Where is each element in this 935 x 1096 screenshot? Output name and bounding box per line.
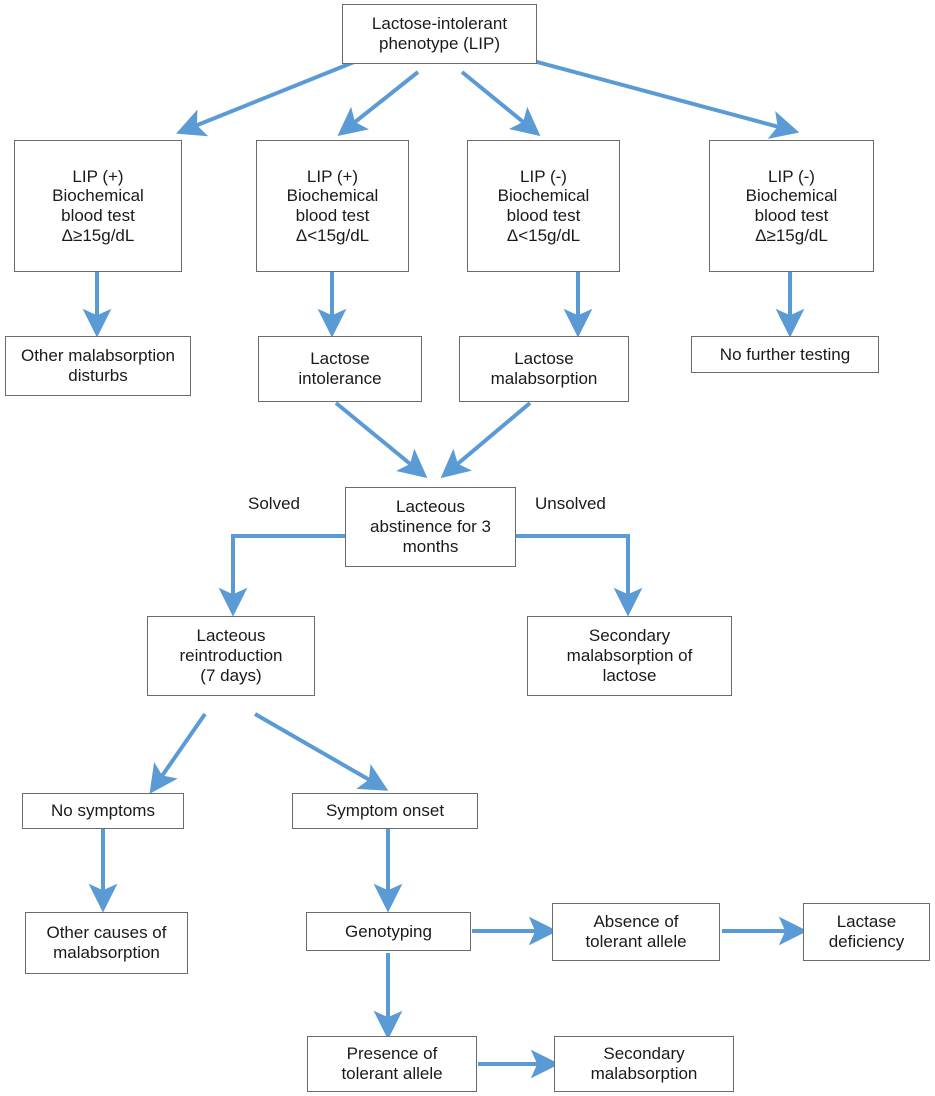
node-line: LIP (+): [306, 166, 359, 186]
node-line: Other causes of: [46, 923, 167, 943]
node-text: Lactose malabsorption: [464, 349, 624, 388]
edge-root-to-lip-pos-low: [337, 70, 420, 136]
node-text: Absence of tolerant allele: [557, 912, 715, 951]
node-lactose-malabsorption[interactable]: Lactose malabsorption: [459, 336, 629, 402]
node-line: Δ≥15g/dL: [61, 225, 135, 245]
edge-label-solved: Solved: [248, 494, 300, 513]
node-text: Symptom onset: [297, 801, 473, 821]
node-lacteous-reintroduction[interactable]: Lacteous reintroduction (7 days): [147, 616, 315, 696]
node-no-further-testing[interactable]: No further testing: [691, 336, 879, 373]
edge-abstinence-solved: [218, 534, 345, 617]
node-line: No further testing: [719, 344, 851, 364]
node-line: Absence of: [593, 912, 679, 932]
node-line: Lactose-intolerant: [371, 14, 508, 34]
node-line: blood test: [506, 206, 581, 225]
edge-abstinence-unsolved: [516, 534, 643, 617]
node-lacteous-abstinence[interactable]: Lacteous abstinence for 3 months: [345, 487, 516, 567]
node-other-malabsorption-disturbs[interactable]: Other malabsorption disturbs: [5, 336, 191, 396]
node-line: Secondary: [603, 1044, 685, 1064]
node-line: Other malabsorption: [20, 346, 176, 366]
node-line: Genotyping: [345, 921, 432, 941]
node-genotyping[interactable]: Genotyping: [306, 912, 471, 951]
node-line: malabsorption: [53, 943, 160, 962]
node-line: malabsorption of: [566, 646, 693, 666]
node-no-symptoms[interactable]: No symptoms: [22, 793, 184, 829]
node-line: lactose: [602, 665, 657, 685]
node-line: Lactose: [310, 349, 370, 369]
node-text: LIP (-) Biochemical blood test Δ≥15g/dL: [714, 167, 869, 246]
node-secondary-malabsorption-of-lactose[interactable]: Secondary malabsorption of lactose: [527, 616, 732, 696]
edge-reintroduction-to-no-symptoms: [149, 712, 207, 794]
node-line: Lacteous: [396, 497, 465, 517]
node-lactose-intolerant-phenotype[interactable]: Lactose-intolerant phenotype (LIP): [342, 4, 537, 64]
node-line: Lactose: [514, 349, 574, 369]
node-text: Genotyping: [311, 922, 466, 942]
node-line: tolerant allele: [341, 1064, 443, 1083]
node-line: No symptoms: [51, 801, 155, 821]
node-line: tolerant allele: [585, 932, 687, 951]
node-line: Symptom onset: [325, 801, 445, 821]
node-line: Secondary: [588, 626, 671, 646]
node-text: LIP (+) Biochemical blood test Δ≥15g/dL: [19, 167, 177, 246]
node-line: months: [402, 536, 459, 556]
node-text: Lacteous abstinence for 3 months: [350, 497, 511, 556]
node-line: blood test: [754, 206, 829, 225]
node-text: Lactose intolerance: [263, 349, 417, 388]
node-text: LIP (+) Biochemical blood test Δ<15g/dL: [261, 167, 404, 246]
node-text: No further testing: [696, 345, 874, 365]
node-line: Biochemical: [286, 186, 379, 206]
node-symptom-onset[interactable]: Symptom onset: [292, 793, 478, 829]
node-text: Lactose-intolerant phenotype (LIP): [347, 14, 532, 53]
node-line: LIP (+): [72, 166, 124, 186]
node-line: Δ<15g/dL: [295, 225, 370, 245]
node-text: Presence of tolerant allele: [312, 1044, 472, 1083]
node-text: No symptoms: [27, 801, 179, 821]
node-line: Biochemical: [52, 186, 144, 206]
node-line: Biochemical: [745, 186, 838, 206]
node-line: reintroduction: [179, 646, 283, 666]
node-lip-positive-delta-high[interactable]: LIP (+) Biochemical blood test Δ≥15g/dL: [14, 140, 182, 272]
node-line: abstinence for 3: [370, 517, 491, 537]
node-text: Lactase deficiency: [808, 912, 925, 951]
node-line: malabsorption: [490, 369, 598, 388]
edge-lactose-malabsorption-to-abstinence: [440, 401, 532, 479]
node-line: Lactase: [836, 912, 897, 932]
node-text: LIP (-) Biochemical blood test Δ<15g/dL: [472, 167, 615, 246]
node-line: deficiency: [828, 932, 905, 951]
edge-reintroduction-to-symptom-onset: [254, 712, 389, 791]
edge-root-to-lip-neg-low: [460, 70, 541, 137]
node-text: Secondary malabsorption: [559, 1044, 729, 1083]
node-secondary-malabsorption[interactable]: Secondary malabsorption: [554, 1036, 734, 1092]
node-line: (7 days): [200, 665, 262, 685]
node-lactose-intolerance[interactable]: Lactose intolerance: [258, 336, 422, 402]
node-line: disturbs: [68, 366, 128, 385]
node-text: Other malabsorption disturbs: [10, 346, 186, 385]
node-line: Lacteous: [196, 626, 266, 646]
node-line: LIP (-): [768, 166, 815, 186]
node-line: LIP (-): [520, 166, 567, 186]
edge-root-to-lip-neg-high: [499, 50, 800, 139]
node-lip-negative-delta-low[interactable]: LIP (-) Biochemical blood test Δ<15g/dL: [467, 140, 620, 272]
node-lip-positive-delta-low[interactable]: LIP (+) Biochemical blood test Δ<15g/dL: [256, 140, 409, 272]
node-line: Presence of: [346, 1044, 438, 1064]
edge-lactose-intolerance-to-abstinence: [334, 401, 428, 479]
edge-label-unsolved: Unsolved: [535, 494, 606, 513]
node-lactase-deficiency[interactable]: Lactase deficiency: [803, 903, 930, 961]
node-text: Other causes of malabsorption: [30, 923, 183, 962]
node-other-causes-of-malabsorption[interactable]: Other causes of malabsorption: [25, 912, 188, 974]
node-lip-negative-delta-high[interactable]: LIP (-) Biochemical blood test Δ≥15g/dL: [709, 140, 874, 272]
node-line: malabsorption: [590, 1064, 698, 1083]
node-line: phenotype (LIP): [379, 34, 500, 53]
node-line: blood test: [295, 206, 370, 225]
node-line: blood test: [61, 206, 135, 225]
node-line: Δ<15g/dL: [506, 225, 581, 245]
node-text: Secondary malabsorption of lactose: [532, 626, 727, 685]
node-line: intolerance: [298, 369, 382, 388]
node-line: Δ≥15g/dL: [755, 225, 828, 245]
node-line: Biochemical: [497, 186, 590, 206]
node-absence-of-tolerant-allele[interactable]: Absence of tolerant allele: [552, 903, 720, 961]
node-text: Lacteous reintroduction (7 days): [152, 626, 310, 685]
node-presence-of-tolerant-allele[interactable]: Presence of tolerant allele: [307, 1036, 477, 1092]
